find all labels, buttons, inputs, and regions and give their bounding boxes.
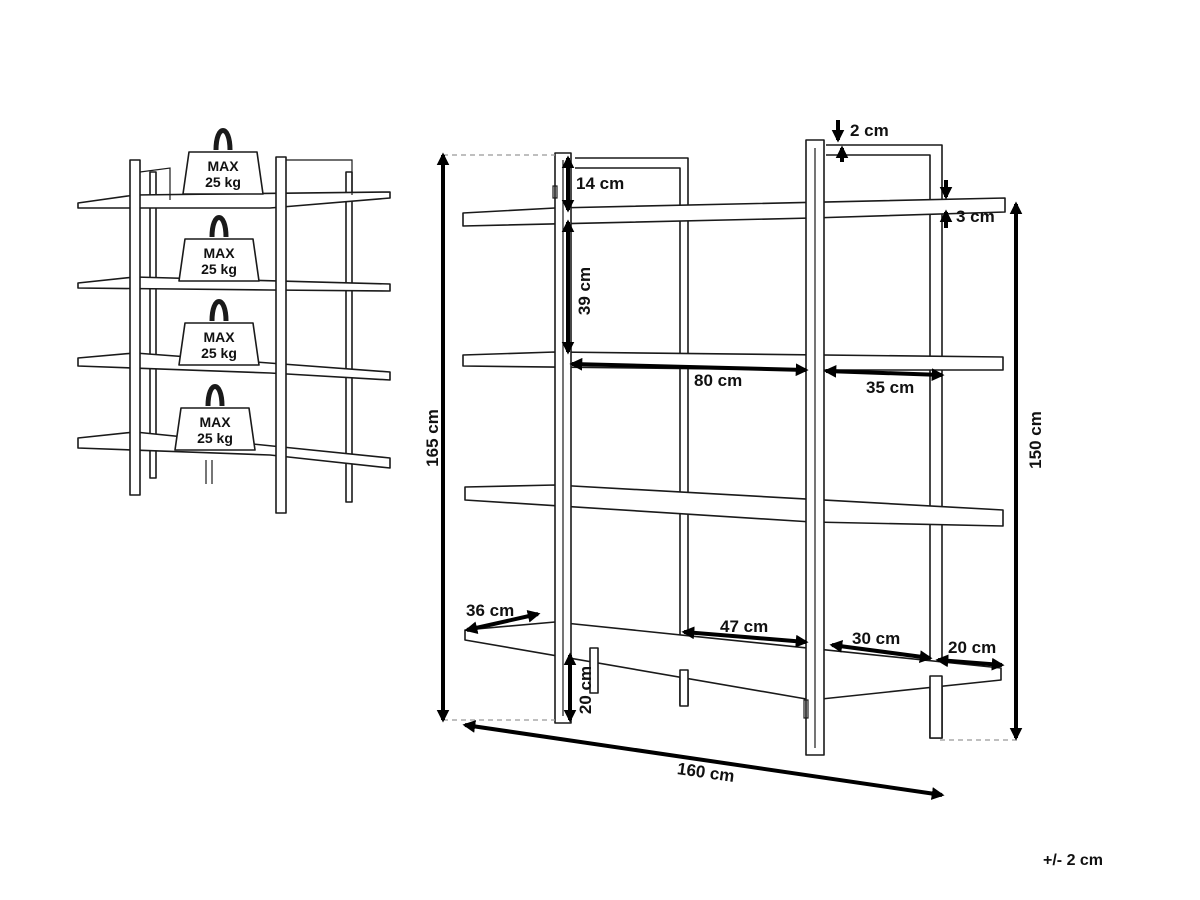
dim-label-3cm: 3 cm (956, 207, 995, 226)
dim-label-47cm: 47 cm (720, 617, 768, 636)
weight-icon: MAX 25 kg (178, 215, 260, 282)
dim-label-36cm: 36 cm (466, 601, 514, 620)
dim-label-35cm: 35 cm (866, 378, 914, 397)
hinge-icon (803, 699, 809, 719)
weight-label-kg: 25 kg (201, 345, 237, 361)
rear-leg (679, 669, 689, 707)
weight-icon: MAX 25 kg (174, 384, 256, 451)
dim-label-30cm: 30 cm (852, 629, 900, 648)
dim-arrow-20cm (935, 654, 1005, 671)
load-capacity-illustration (77, 156, 391, 514)
weight-label-max: MAX (203, 329, 235, 345)
dim-label-80cm: 80 cm (694, 371, 742, 390)
shelf-board-3 (464, 484, 1004, 527)
dim-arrow-35cm (823, 364, 945, 382)
rear-leg (589, 647, 599, 694)
weight-icon: MAX 25 kg (182, 128, 264, 195)
rear-left-frame (575, 157, 689, 706)
dim-label-2cm: 2 cm (850, 121, 889, 140)
small-shelf-top-rail (286, 159, 353, 195)
rear-leg (929, 675, 943, 739)
dim-arrow-30cm (829, 640, 933, 663)
dim-arrow-160cm (462, 720, 945, 800)
small-shelf-rear-post (345, 171, 353, 503)
weight-label-max: MAX (203, 245, 235, 261)
weight-label-max: MAX (199, 414, 231, 430)
rear-right-frame (826, 144, 943, 739)
weight-label-max: MAX (207, 158, 239, 174)
small-shelf-left-frame (129, 159, 141, 496)
weight-label-kg: 25 kg (201, 261, 237, 277)
tolerance-note: +/- 2 cm (1043, 852, 1103, 869)
weight-label-kg: 25 kg (197, 430, 233, 446)
dim-label-20cm-foot: 20 cm (576, 666, 595, 714)
dim-label-39cm: 39 cm (575, 267, 594, 315)
dim-arrow-36cm (464, 610, 541, 634)
hinge-icon (552, 185, 558, 199)
shelf-board-1 (462, 197, 1006, 227)
small-shelf-rear-post (149, 171, 157, 479)
weight-icon: MAX 25 kg (178, 299, 260, 366)
small-shelf-top-rail (139, 167, 171, 200)
small-shelf-right-frame (275, 156, 287, 514)
dim-arrow-80cm (569, 357, 809, 377)
dim-label-165cm: 165 cm (423, 409, 442, 467)
dim-label-150cm: 150 cm (1026, 411, 1045, 469)
dim-label-14cm: 14 cm (576, 174, 624, 193)
dimensioned-shelf (462, 139, 1006, 756)
dim-label-20cm: 20 cm (948, 638, 996, 657)
weight-label-kg: 25 kg (205, 174, 241, 190)
dim-arrow-47cm (681, 626, 809, 648)
